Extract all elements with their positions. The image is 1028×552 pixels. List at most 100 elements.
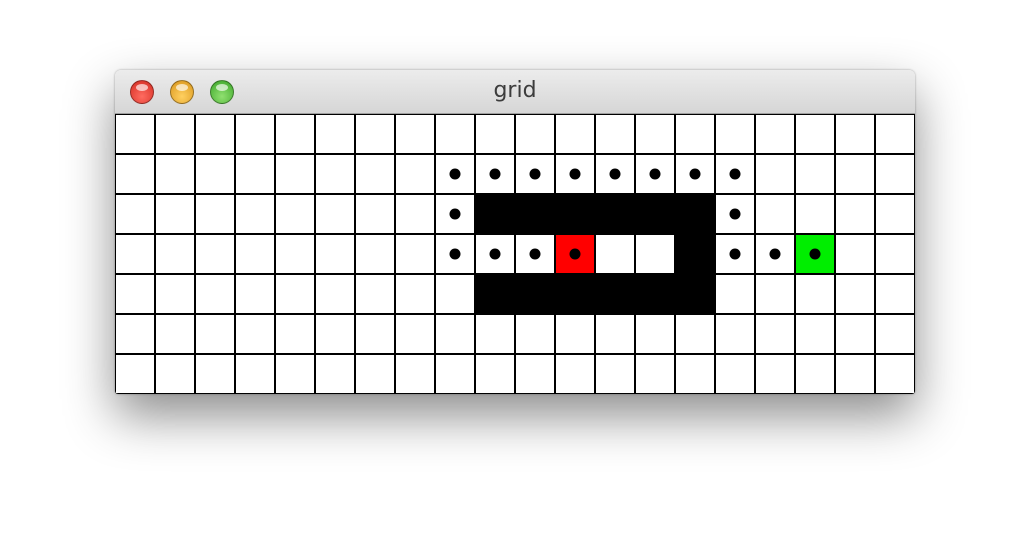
grid-cell[interactable] <box>154 273 196 315</box>
grid-cell[interactable] <box>514 313 556 355</box>
wall-cell[interactable] <box>514 273 556 315</box>
minimize-button[interactable] <box>170 80 194 104</box>
wall-cell[interactable] <box>594 273 636 315</box>
grid-cell[interactable] <box>474 114 516 155</box>
grid-cell[interactable] <box>674 114 716 155</box>
grid-cell[interactable] <box>834 313 876 355</box>
grid-cell[interactable] <box>314 193 356 235</box>
grid-cell[interactable] <box>394 353 436 394</box>
wall-cell[interactable] <box>674 193 716 235</box>
grid-cell[interactable] <box>554 353 596 394</box>
grid-cell[interactable] <box>115 153 156 195</box>
grid-cell[interactable] <box>314 273 356 315</box>
grid-cell[interactable] <box>115 273 156 315</box>
grid-cell[interactable] <box>354 353 396 394</box>
grid-cell[interactable] <box>794 353 836 394</box>
grid-cell[interactable] <box>834 233 876 275</box>
grid-cell[interactable] <box>394 114 436 155</box>
grid-cell[interactable] <box>434 313 476 355</box>
grid-cell[interactable] <box>874 313 915 355</box>
grid-cell[interactable] <box>834 273 876 315</box>
wall-cell[interactable] <box>674 273 716 315</box>
grid-cell[interactable] <box>274 233 316 275</box>
grid-cell[interactable] <box>754 114 796 155</box>
maximize-button[interactable] <box>210 80 234 104</box>
grid-cell[interactable] <box>314 233 356 275</box>
grid-cell[interactable] <box>115 313 156 355</box>
grid-cell[interactable] <box>354 193 396 235</box>
grid-cell[interactable] <box>274 313 316 355</box>
grid-cell[interactable] <box>794 273 836 315</box>
grid-cell[interactable] <box>754 193 796 235</box>
grid-cell[interactable] <box>434 114 476 155</box>
grid-cell[interactable] <box>234 193 276 235</box>
wall-cell[interactable] <box>514 193 556 235</box>
grid-cell[interactable] <box>434 273 476 315</box>
grid-cell[interactable] <box>754 273 796 315</box>
grid-cell[interactable] <box>154 313 196 355</box>
grid-cell[interactable] <box>394 233 436 275</box>
grid-cell[interactable] <box>234 313 276 355</box>
grid-cell[interactable] <box>834 193 876 235</box>
grid-cell[interactable] <box>794 193 836 235</box>
grid-cell[interactable] <box>394 153 436 195</box>
grid-cell[interactable] <box>234 153 276 195</box>
grid-cell[interactable] <box>314 153 356 195</box>
grid-cell[interactable] <box>274 353 316 394</box>
wall-cell[interactable] <box>554 193 596 235</box>
grid-cell[interactable] <box>674 313 716 355</box>
grid-cell[interactable] <box>115 193 156 235</box>
grid-cell[interactable] <box>354 233 396 275</box>
grid-cell[interactable] <box>874 114 915 155</box>
grid-cell[interactable] <box>274 273 316 315</box>
close-button[interactable] <box>130 80 154 104</box>
grid-cell[interactable] <box>474 353 516 394</box>
grid-cell[interactable] <box>874 273 915 315</box>
grid-cell[interactable] <box>194 153 236 195</box>
grid-cell[interactable] <box>874 193 915 235</box>
grid-cell[interactable] <box>794 153 836 195</box>
grid-cell[interactable] <box>354 153 396 195</box>
grid-cell[interactable] <box>115 353 156 394</box>
grid-cell[interactable] <box>634 313 676 355</box>
grid-cell[interactable] <box>634 233 676 275</box>
grid-cell[interactable] <box>834 153 876 195</box>
grid-cell[interactable] <box>594 313 636 355</box>
grid-cell[interactable] <box>594 114 636 155</box>
grid-cell[interactable] <box>754 353 796 394</box>
grid-cell[interactable] <box>154 153 196 195</box>
grid-cell[interactable] <box>314 353 356 394</box>
grid-cell[interactable] <box>874 233 915 275</box>
grid-cell[interactable] <box>554 114 596 155</box>
grid-cell[interactable] <box>274 193 316 235</box>
grid-cell[interactable] <box>194 313 236 355</box>
grid-cell[interactable] <box>834 114 876 155</box>
grid-cell[interactable] <box>234 233 276 275</box>
grid-cell[interactable] <box>394 313 436 355</box>
grid-cell[interactable] <box>194 353 236 394</box>
grid-cell[interactable] <box>194 233 236 275</box>
grid-cell[interactable] <box>714 313 756 355</box>
grid-cell[interactable] <box>554 313 596 355</box>
grid-cell[interactable] <box>194 114 236 155</box>
grid-cell[interactable] <box>434 353 476 394</box>
grid-cell[interactable] <box>594 233 636 275</box>
grid-cell[interactable] <box>194 193 236 235</box>
wall-cell[interactable] <box>554 273 596 315</box>
grid-cell[interactable] <box>354 313 396 355</box>
grid-cell[interactable] <box>354 114 396 155</box>
grid-cell[interactable] <box>115 114 156 155</box>
grid-cell[interactable] <box>194 273 236 315</box>
grid-cell[interactable] <box>594 353 636 394</box>
wall-cell[interactable] <box>474 273 516 315</box>
grid-cell[interactable] <box>794 313 836 355</box>
grid-cell[interactable] <box>514 114 556 155</box>
wall-cell[interactable] <box>594 193 636 235</box>
title-bar[interactable]: grid <box>115 70 915 114</box>
grid-cell[interactable] <box>314 114 356 155</box>
wall-cell[interactable] <box>634 193 676 235</box>
wall-cell[interactable] <box>634 273 676 315</box>
grid-cell[interactable] <box>474 313 516 355</box>
grid-cell[interactable] <box>674 353 716 394</box>
grid-cell[interactable] <box>754 313 796 355</box>
